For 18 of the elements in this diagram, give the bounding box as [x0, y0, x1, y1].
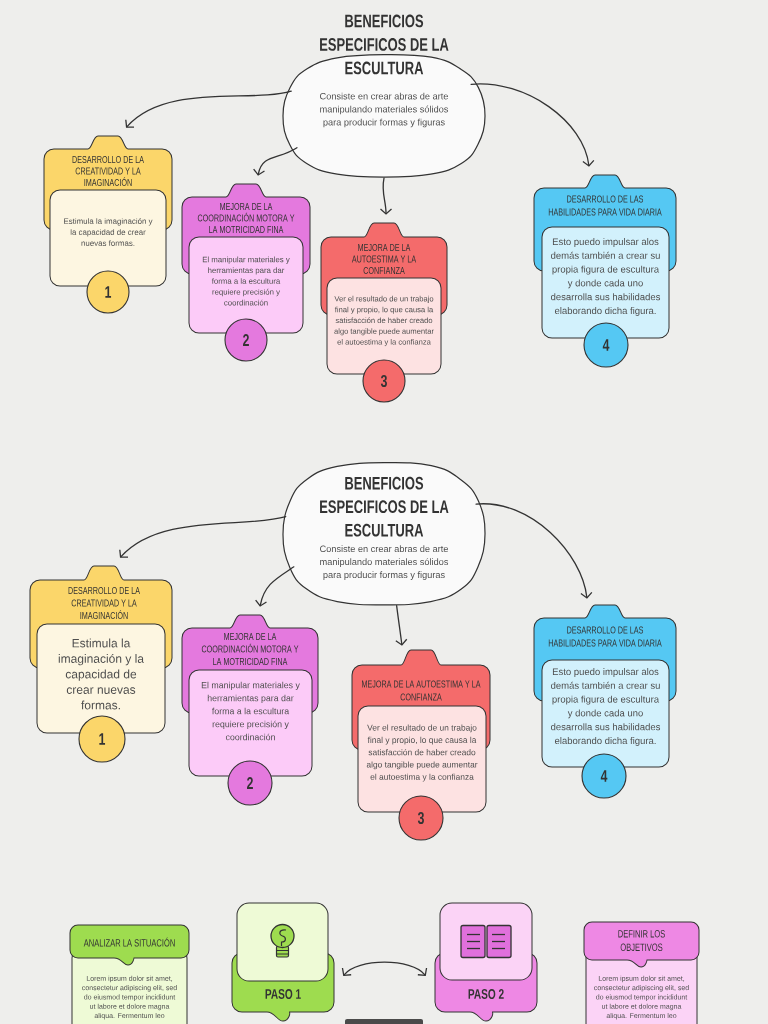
arrow	[255, 566, 295, 607]
arrow	[379, 177, 393, 215]
heading-tab: ANALIZAR LA SITUACIÓN	[69, 924, 190, 966]
text-box: Estimula la imaginación y la capacidad de crear nuevas formas.	[36, 623, 166, 734]
arrow	[395, 605, 408, 646]
text-box: Ver el resultado de un trabajo final y propio, lo que causa la satisfacción de haber creado algo tangible puede aumentar el autoestima y la confianza	[357, 705, 487, 813]
text-box: Esto puedo impulsar alos demás también a crear su propia figura de escultura y donde cada uno desarrolla sus habilidades elaborando dicha figura.	[541, 659, 670, 768]
text-box: El manipular materiales y herramientas para dar forma a la escultura requiere precisión y coordinación	[188, 669, 313, 777]
arrow	[475, 503, 593, 599]
arrow	[253, 147, 298, 176]
title: BENEFICIOS ESPECIFICOS DE LA ESCULTURA	[320, 476, 449, 537]
arrow	[470, 83, 595, 167]
heading-tab: DEFINIR LOS OBJETIVOS	[583, 921, 700, 968]
title: BENEFICIOS ESPECIFICOS DE LA ESCULTURA	[320, 14, 449, 75]
arrow	[341, 961, 428, 976]
arrow	[119, 516, 287, 558]
text-box: Esto puedo impulsar alos demás también a crear su propia figura de escultura y donde cada uno desarrolla sus habilidades elaborando dicha figura.	[541, 226, 670, 339]
arrow	[125, 90, 292, 128]
